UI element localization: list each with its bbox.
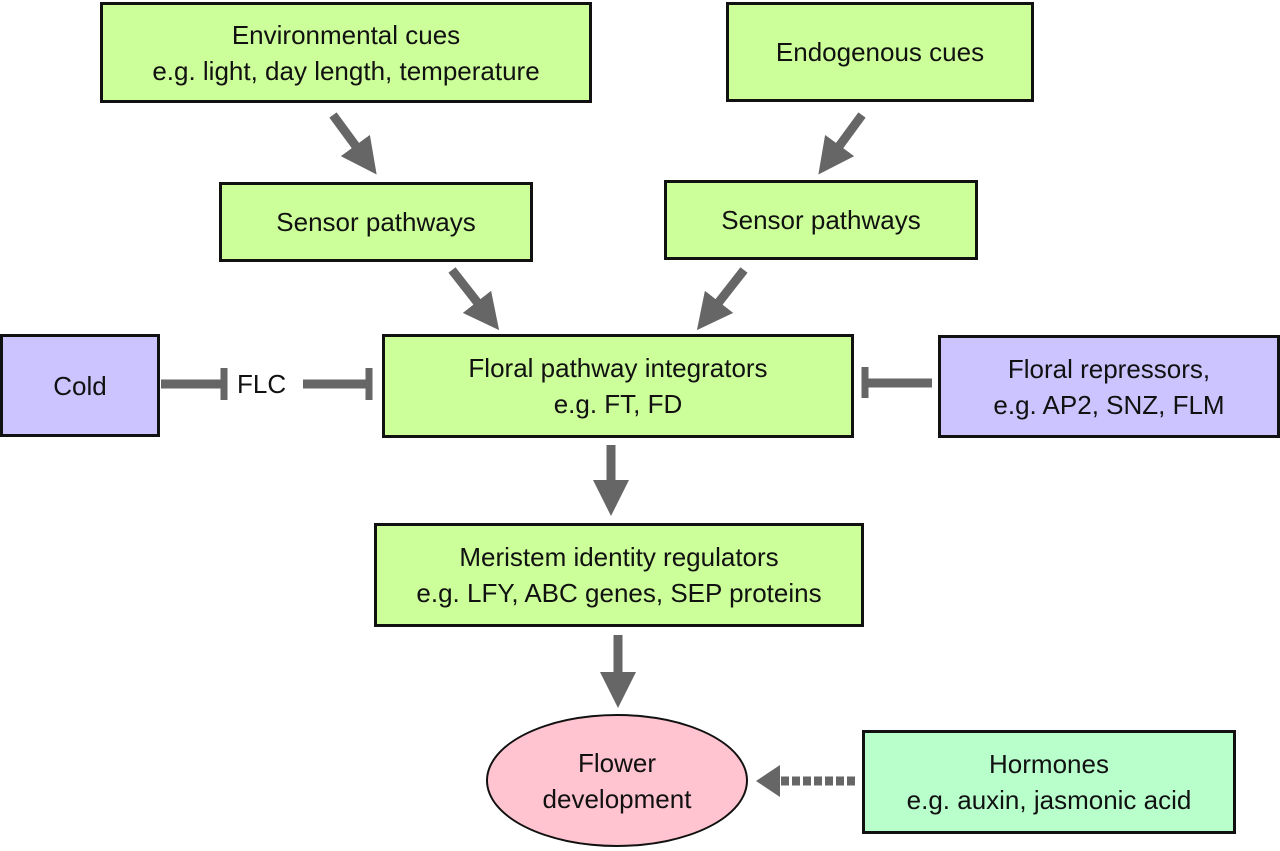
node-endogenous-cues: Endogenous cues — [726, 2, 1034, 102]
node-repressors-title: Floral repressors, — [1007, 353, 1211, 384]
node-cold-title: Cold — [53, 370, 107, 401]
node-sensor-pathways-right: Sensor pathways — [664, 180, 978, 260]
edge-environmental-to-sensor-left — [329, 112, 377, 175]
node-cold: Cold — [0, 334, 160, 437]
node-flower-subtitle: development — [542, 783, 692, 814]
edge-sensor-right-to-integrators — [696, 267, 748, 331]
node-flower-development: Flower development — [486, 714, 748, 847]
node-flower-title: Flower — [577, 747, 656, 778]
node-environmental-cues-examples: e.g. light, day length, temperature — [152, 55, 540, 86]
edge-endogenous-to-sensor-right — [818, 112, 866, 175]
node-floral-repressors: Floral repressors, e.g. AP2, SNZ, FLM — [938, 335, 1280, 438]
node-endogenous-cues-title: Endogenous cues — [775, 37, 985, 67]
edge-sensor-left-to-integrators — [448, 267, 500, 331]
node-environmental-cues-title: Environmental cues — [231, 19, 461, 50]
node-floral-pathway-integrators: Floral pathway integrators e.g. FT, FD — [382, 334, 854, 438]
node-hormones-examples: e.g. auxin, jasmonic acid — [906, 785, 1192, 815]
node-sensor-right-title: Sensor pathways — [721, 205, 921, 235]
edge-hormones-to-flower-arrowhead — [756, 765, 780, 797]
node-integrators-title: Floral pathway integrators — [468, 353, 768, 383]
node-integrators-examples: e.g. FT, FD — [553, 389, 683, 419]
node-hormones: Hormones e.g. auxin, jasmonic acid — [862, 730, 1236, 834]
node-meristem-identity-regulators: Meristem identity regulators e.g. LFY, A… — [374, 523, 864, 627]
node-repressors-examples: e.g. AP2, SNZ, FLM — [993, 389, 1225, 420]
node-environmental-cues: Environmental cues e.g. light, day lengt… — [100, 2, 592, 103]
node-flc: FLC — [237, 369, 286, 399]
node-meristem-title: Meristem identity regulators — [459, 542, 779, 572]
node-hormones-title: Hormones — [989, 749, 1109, 779]
node-flc-title: FLC — [237, 369, 287, 399]
node-sensor-pathways-left: Sensor pathways — [219, 182, 533, 262]
node-meristem-examples: e.g. LFY, ABC genes, SEP proteins — [416, 578, 822, 608]
node-sensor-left-title: Sensor pathways — [276, 207, 476, 237]
